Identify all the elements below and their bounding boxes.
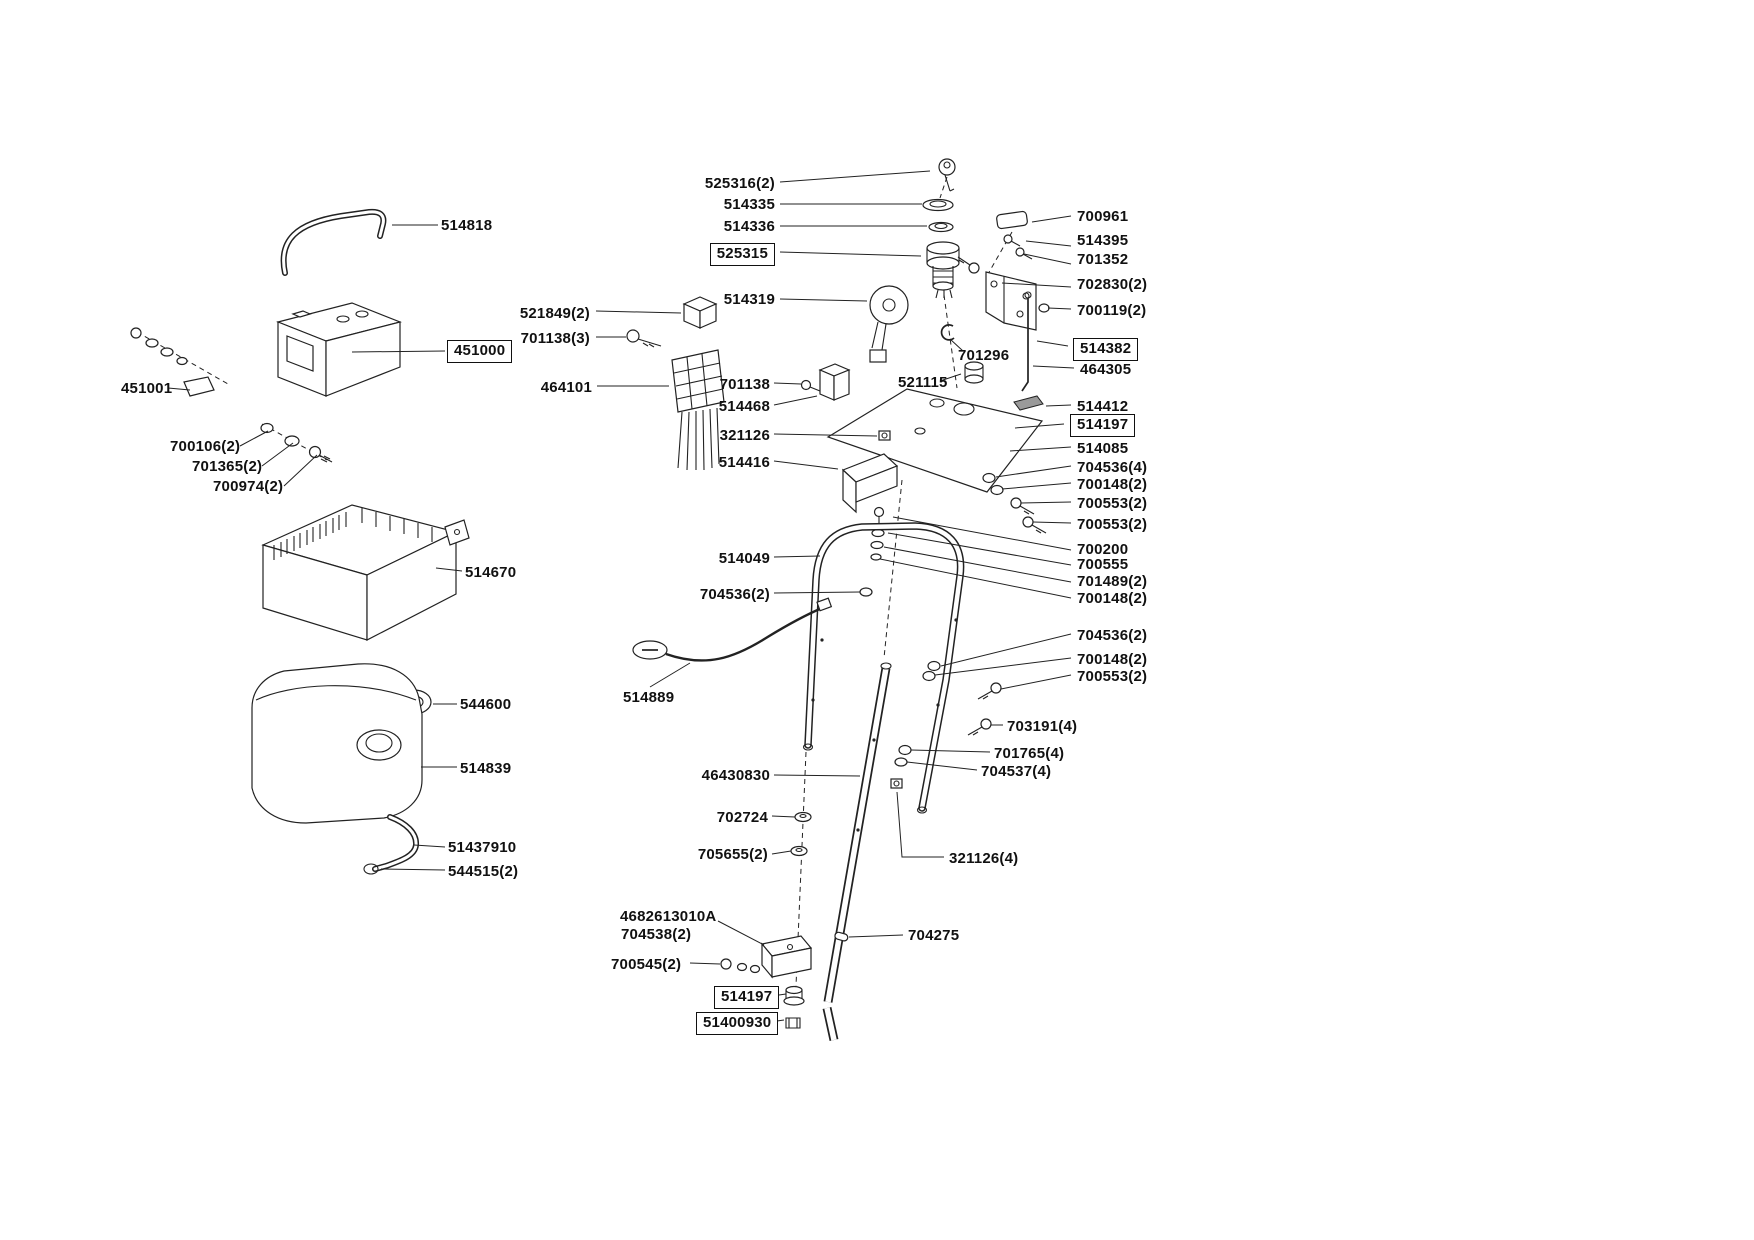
part-label-700553-b: 700553(2): [1077, 516, 1148, 533]
part-label-46430830: 46430830: [701, 767, 770, 784]
part-label-704275: 704275: [908, 927, 960, 944]
ignition-switch-drawing: [926, 241, 960, 299]
part-label-704537: 704537(4): [981, 763, 1052, 780]
part-label-514395: 514395: [1077, 232, 1129, 249]
part-label-514197-right: 514197: [1070, 414, 1136, 437]
battery-bolt-drawing: [130, 327, 215, 397]
fuel-tank-drawing: [251, 663, 423, 824]
part-label-514889: 514889: [623, 689, 675, 706]
part-label-51437910: 51437910: [448, 839, 517, 856]
relay-drawing: [682, 296, 718, 329]
part-label-700545: 700545(2): [611, 956, 682, 973]
part-label-703191: 703191(4): [1007, 718, 1078, 735]
part-label-514416: 514416: [718, 454, 770, 471]
key-drawing: [938, 158, 956, 192]
part-label-525316: 525316(2): [704, 175, 775, 192]
part-label-700553-a: 700553(2): [1077, 495, 1148, 512]
leader-lines: [167, 170, 1075, 1023]
part-label-701765: 701765(4): [994, 745, 1065, 762]
part-label-704536-2a: 704536(2): [699, 586, 770, 603]
part-label-514670: 514670: [465, 564, 517, 581]
part-label-704538: 704538(2): [621, 926, 692, 943]
spring-pin-drawing: [834, 931, 849, 942]
part-label-701352: 701352: [1077, 251, 1129, 268]
screw-701138-drawing: [626, 329, 662, 348]
part-label-514839: 514839: [460, 760, 512, 777]
part-label-514382: 514382: [1073, 338, 1139, 361]
lower-clamp-drawing: [720, 935, 813, 979]
part-label-700119: 700119(2): [1077, 302, 1147, 319]
part-label-701138-3: 701138(3): [520, 330, 590, 347]
terminal-block-drawing: [671, 349, 725, 471]
part-label-521849: 521849(2): [519, 305, 590, 322]
choke-rod-drawing: [1021, 291, 1032, 392]
part-label-701489: 701489(2): [1077, 573, 1148, 590]
support-bracket-drawing: [841, 453, 899, 561]
ground-cable-drawing: [632, 597, 833, 662]
part-label-451001: 451001: [121, 380, 173, 397]
retainer-clip-drawing: [785, 1017, 801, 1029]
part-label-700106: 700106(2): [170, 438, 241, 455]
part-label-700961: 700961: [1077, 208, 1129, 225]
console-plate-drawing: [826, 388, 1044, 493]
part-label-464305: 464305: [1080, 361, 1132, 378]
part-label-514049: 514049: [718, 550, 770, 567]
right-bracket-drawing: [957, 210, 1050, 331]
part-label-4682613010A: 4682613010A: [620, 908, 717, 925]
part-label-700148-c: 700148(2): [1077, 651, 1148, 668]
part-label-700555: 700555: [1077, 556, 1129, 573]
part-label-704536-2b: 704536(2): [1077, 627, 1148, 644]
c-clip-drawing: [940, 324, 955, 341]
part-label-514335: 514335: [723, 196, 775, 213]
part-label-464101: 464101: [540, 379, 592, 396]
pad-514412-drawing: [1013, 395, 1044, 411]
bushing-521115-drawing: [964, 361, 984, 384]
part-label-702830: 702830(2): [1077, 276, 1148, 293]
part-label-514818: 514818: [441, 217, 493, 234]
lower-bushing-drawing: [783, 985, 805, 1006]
part-label-514085: 514085: [1077, 440, 1129, 457]
fuse-relay-drawing: [800, 363, 851, 401]
part-label-701296: 701296: [958, 347, 1010, 364]
steering-shaft-drawing: [822, 662, 892, 1041]
part-label-514319: 514319: [723, 291, 775, 308]
part-label-51400930: 51400930: [696, 1012, 779, 1035]
part-label-705655: 705655(2): [697, 846, 768, 863]
part-label-514412: 514412: [1077, 398, 1129, 415]
part-label-700553-c: 700553(2): [1077, 668, 1148, 685]
part-label-521115: 521115: [898, 374, 948, 391]
battery-strap-drawing: [280, 208, 387, 276]
part-label-701365: 701365(2): [192, 458, 263, 475]
part-label-514468: 514468: [718, 398, 770, 415]
battery-drawing: [276, 302, 402, 397]
part-label-704536-4: 704536(4): [1077, 459, 1148, 476]
part-label-702724: 702724: [716, 809, 768, 826]
fuel-hose-drawing: [363, 814, 420, 875]
part-label-321126-4: 321126(4): [949, 850, 1019, 867]
part-label-700200: 700200: [1077, 541, 1129, 558]
washer-screw-drawing: [260, 422, 333, 463]
part-label-700148-b: 700148(2): [1077, 590, 1148, 607]
part-label-514197-bottom: 514197: [714, 986, 780, 1009]
switch-washers-drawing: [922, 198, 954, 233]
part-label-544515: 544515(2): [448, 863, 519, 880]
buzzer-drawing: [869, 285, 909, 363]
plate-fasteners-drawing: [982, 472, 1047, 534]
shaft-washers-drawing: [790, 811, 812, 857]
part-label-700974: 700974(2): [213, 478, 284, 495]
part-label-701138: 701138: [719, 376, 770, 393]
part-label-514336: 514336: [723, 218, 775, 235]
part-label-451000: 451000: [447, 340, 513, 363]
part-label-525315: 525315: [709, 243, 775, 266]
part-label-321126: 321126: [719, 427, 770, 444]
part-label-544600: 544600: [460, 696, 512, 713]
part-label-700148-a: 700148(2): [1077, 476, 1148, 493]
battery-tray-drawing: [261, 504, 470, 641]
